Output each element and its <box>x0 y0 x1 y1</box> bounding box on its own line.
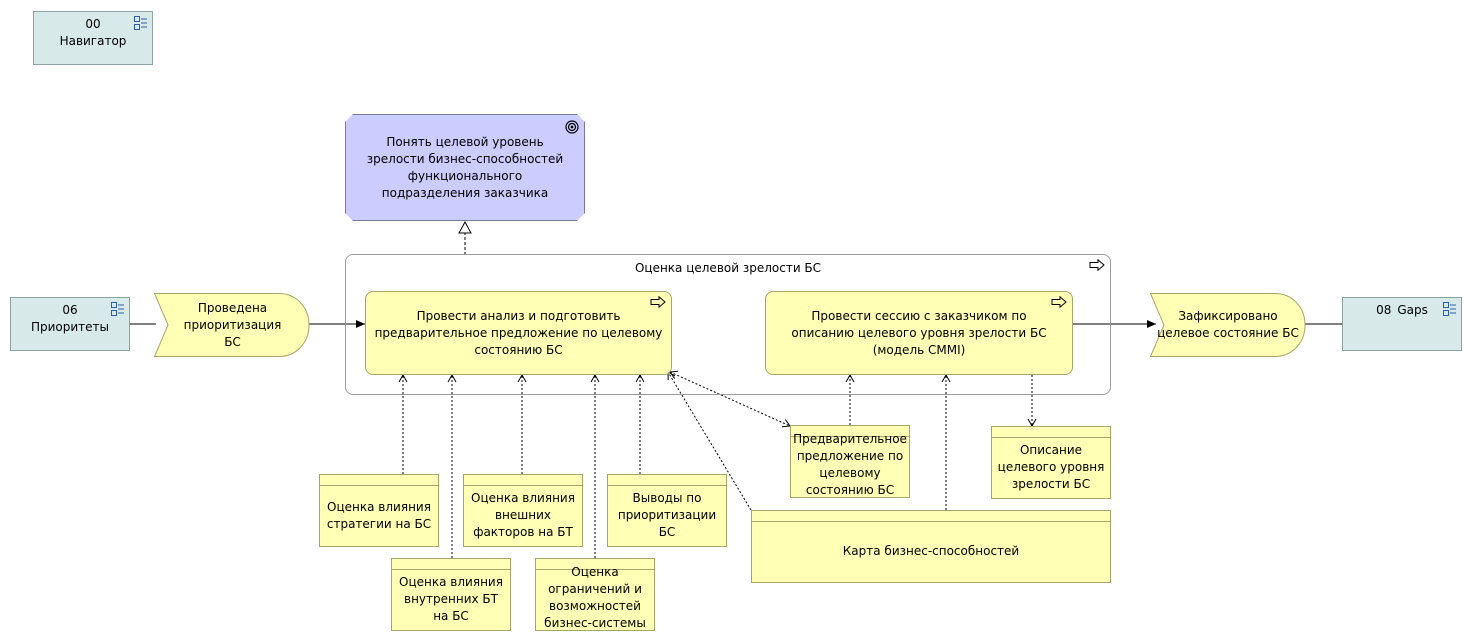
priorities-code: 06 <box>62 303 78 317</box>
object-label: Оценка влияния внутренних БТ на БС <box>399 575 503 623</box>
end-event-node[interactable] <box>1150 293 1306 357</box>
navigator-code: 00 <box>85 17 101 31</box>
navigator-node[interactable]: 00 Навигатор <box>33 11 153 65</box>
analysis-process-label: Провести анализ и подготовить предварите… <box>374 308 663 357</box>
gaps-node[interactable]: 08 Gaps <box>1342 297 1462 351</box>
goal-label: Понять целевой уровень зрелости бизнес-с… <box>366 134 564 200</box>
end-event-label: Зафиксировано целевое состояние БС <box>1157 309 1299 340</box>
object-target-description[interactable]: Описание целевого уровня зрелости БС <box>991 426 1111 499</box>
target-maturity-group[interactable]: Оценка целевой зрелости БС <box>345 254 1111 395</box>
goal-node[interactable]: Понять целевой уровень зрелости бизнес-с… <box>345 114 585 221</box>
navigator-label: Навигатор <box>59 34 127 48</box>
object-prioritization-conclusions[interactable]: Выводы по приоритизации БС <box>607 474 727 547</box>
end-event-label-box: Зафиксировано целевое состояние БС <box>1150 293 1306 357</box>
object-label: Описание целевого уровня зрелости БС <box>997 443 1105 491</box>
object-label: Оценка влияния внешних факторов на БТ <box>471 491 575 539</box>
process-arrow-icon <box>1051 296 1067 308</box>
process-arrow-icon <box>1089 259 1105 271</box>
start-event-node[interactable] <box>154 293 310 357</box>
object-label: Выводы по приоритизации БС <box>617 491 717 539</box>
gaps-code: 08 <box>1376 303 1392 317</box>
object-label: Предварительное предложение по целевому … <box>793 431 907 497</box>
group-label: Оценка целевой зрелости БС <box>634 261 822 275</box>
gaps-label: Gaps <box>1397 303 1428 317</box>
object-label: Карта бизнес-способностей <box>842 544 1020 558</box>
object-label: Оценка ограничений и возможностей бизнес… <box>544 564 646 630</box>
access-capability-map-to-analysis <box>667 371 752 511</box>
access-analysis-proposal <box>669 370 791 428</box>
analysis-process-node[interactable]: Провести анализ и подготовить предварите… <box>365 291 672 375</box>
priorities-label: Приоритеты <box>30 320 110 334</box>
session-process-node[interactable]: Провести сессию с заказчиком по описанию… <box>765 291 1073 375</box>
start-event-label: Проведена приоритизация БС <box>183 300 282 349</box>
object-preliminary-proposal[interactable]: Предварительное предложение по целевому … <box>790 425 910 498</box>
object-external-factors-impact[interactable]: Оценка влияния внешних факторов на БТ <box>463 474 583 547</box>
object-internal-bt-impact[interactable]: Оценка влияния внутренних БТ на БС <box>391 558 511 631</box>
session-process-label: Провести сессию с заказчиком по описанию… <box>791 308 1047 357</box>
process-arrow-icon <box>650 296 666 308</box>
object-capability-map[interactable]: Карта бизнес-способностей <box>751 510 1111 583</box>
start-event-label-box: Проведена приоритизация БС <box>170 293 295 357</box>
goal-icon <box>565 120 579 134</box>
object-strategy-impact[interactable]: Оценка влияния стратегии на БС <box>319 474 439 547</box>
submodel-icon <box>134 16 147 30</box>
priorities-node[interactable]: 06 Приоритеты <box>10 297 130 351</box>
submodel-icon <box>111 302 124 316</box>
object-constraints[interactable]: Оценка ограничений и возможностей бизнес… <box>535 558 655 631</box>
submodel-icon <box>1443 302 1456 316</box>
object-label: Оценка влияния стратегии на БС <box>326 499 432 531</box>
